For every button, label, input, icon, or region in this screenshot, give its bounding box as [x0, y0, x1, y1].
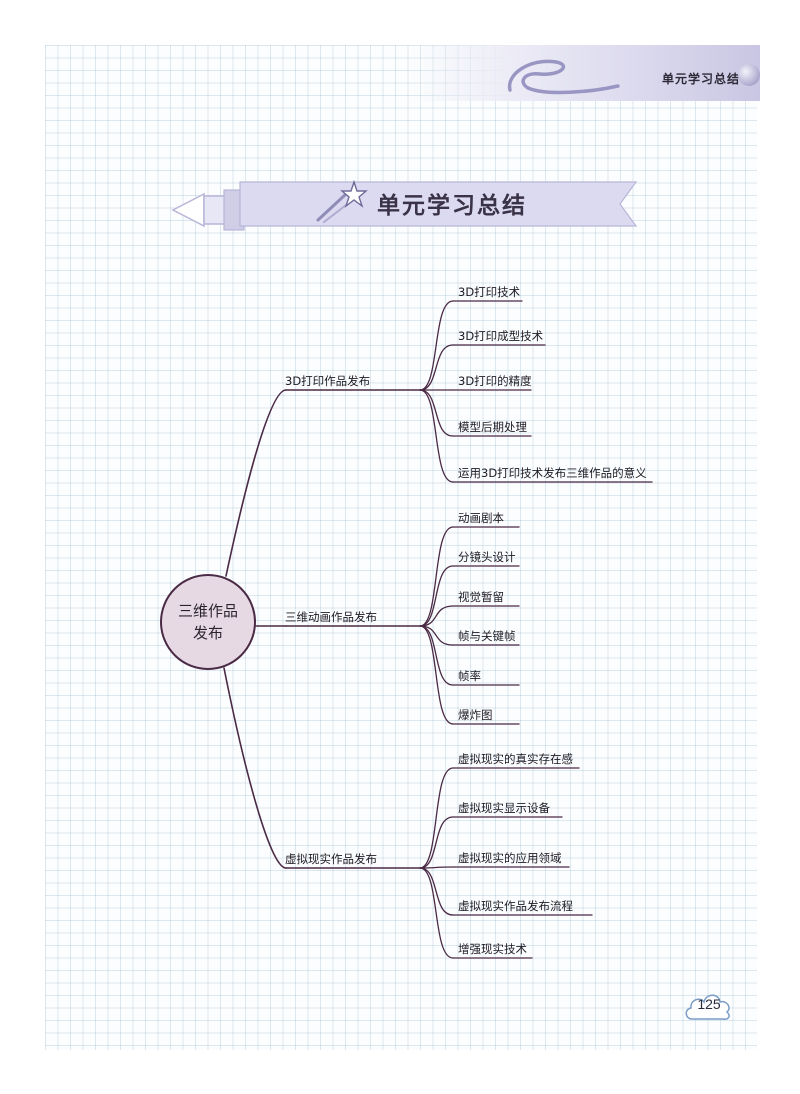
- leaf-label: 虚拟现实显示设备: [458, 801, 550, 815]
- page-number: 125: [697, 996, 721, 1012]
- leaf-connector: [419, 526, 454, 627]
- header-swirl-icon: [507, 59, 620, 95]
- leaf-connector: [419, 625, 454, 725]
- leaf-label: 3D打印成型技术: [458, 329, 544, 343]
- leaf-label: 模型后期处理: [458, 420, 527, 434]
- mind-map-edges: [223, 300, 653, 959]
- leaf-label: 帧与关键帧: [458, 629, 516, 643]
- leaf-connector: [419, 344, 454, 391]
- unit-summary-banner: [171, 180, 638, 231]
- root-node: [160, 574, 256, 670]
- branch-connector: [223, 667, 287, 869]
- leaf-connector: [419, 867, 454, 916]
- leaf-label: 虚拟现实的真实存在感: [458, 752, 573, 766]
- root-line-1: 三维作品: [177, 602, 238, 620]
- shooting-star-icon: [316, 180, 368, 223]
- leaf-connector: [419, 565, 454, 627]
- leaf-connector: [419, 625, 454, 686]
- leaf-connector: [419, 767, 454, 869]
- leaf-label: 3D打印技术: [458, 285, 521, 299]
- leaf-connector: [419, 605, 454, 627]
- leaf-connector: [419, 866, 454, 869]
- leaf-connector: [419, 389, 454, 483]
- leaf-connector: [419, 816, 454, 869]
- leaf-label: 视觉暂留: [458, 590, 504, 604]
- banner-title: 单元学习总结: [377, 193, 527, 219]
- leaf-label: 3D打印的精度: [458, 374, 532, 388]
- leaf-label: 分镜头设计: [458, 550, 516, 564]
- header-title: 单元学习总结: [661, 72, 740, 86]
- branch-label: 3D打印作品发布: [285, 374, 371, 388]
- root-node-label: 三维作品 发布: [160, 600, 256, 644]
- header-ball-icon: [738, 64, 760, 86]
- leaf-label: 动画剧本: [458, 511, 504, 525]
- leaf-label: 虚拟现实的应用领域: [458, 851, 562, 865]
- leaf-label: 运用3D打印技术发布三维作品的意义: [458, 466, 647, 480]
- leaf-label: 爆炸图: [458, 708, 493, 722]
- leaf-connector: [419, 389, 454, 437]
- branch-connector: [225, 389, 287, 577]
- root-line-2: 发布: [192, 624, 223, 642]
- leaf-label: 帧率: [458, 669, 481, 683]
- branch-label: 虚拟现实作品发布: [285, 852, 377, 866]
- branch-label: 三维动画作品发布: [285, 610, 377, 624]
- page-number-cloud-icon: [685, 994, 730, 1020]
- leaf-connector: [419, 300, 454, 391]
- leaf-label: 虚拟现实作品发布流程: [458, 899, 573, 913]
- leaf-connector: [419, 867, 454, 959]
- leaf-label: 增强现实技术: [458, 942, 527, 956]
